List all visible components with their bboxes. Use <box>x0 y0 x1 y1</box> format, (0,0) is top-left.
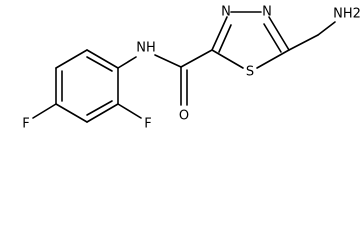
structure-diagram: NH2 N N S NH O F F <box>22 5 361 132</box>
amide-nh-label: NH <box>136 41 156 56</box>
bond-ar-6-1 <box>86 49 119 69</box>
ring-s-label: S <box>246 65 254 80</box>
bond-ar-3-4 <box>55 103 88 123</box>
bond-n4-c5 <box>268 16 290 51</box>
bond-s1-c5 <box>256 49 290 69</box>
nh2-label: NH2 <box>333 7 361 22</box>
bond-n4-c5-double <box>263 23 282 53</box>
bond-camide-c2 <box>180 49 213 68</box>
bond-c1-nh <box>117 56 137 69</box>
bond-ar-5-6 <box>55 49 88 69</box>
bond-ar-2-3 <box>86 103 119 123</box>
bond-ar-inner-c <box>86 56 113 72</box>
bond-c4-f <box>32 103 57 119</box>
bond-ch2-nh2 <box>317 21 336 36</box>
bond-c2-s1 <box>211 49 244 69</box>
carbonyl-o-label: O <box>179 109 189 124</box>
bond-c2-f <box>117 103 142 119</box>
bond-c2-n3 <box>211 16 228 51</box>
bond-c5-ch2 <box>288 34 319 51</box>
fluorine-para-label: F <box>22 117 29 132</box>
molecule-drawing: NH2 N N S NH O F F <box>22 5 361 132</box>
bond-ar-inner-a <box>86 100 113 116</box>
bond-c2-n3-double <box>218 24 232 53</box>
bond-nh-camide <box>154 54 182 68</box>
ring-n-right-label: N <box>262 5 272 20</box>
fluorine-ortho-label: F <box>144 117 151 132</box>
ring-n-left-label: N <box>221 5 231 20</box>
